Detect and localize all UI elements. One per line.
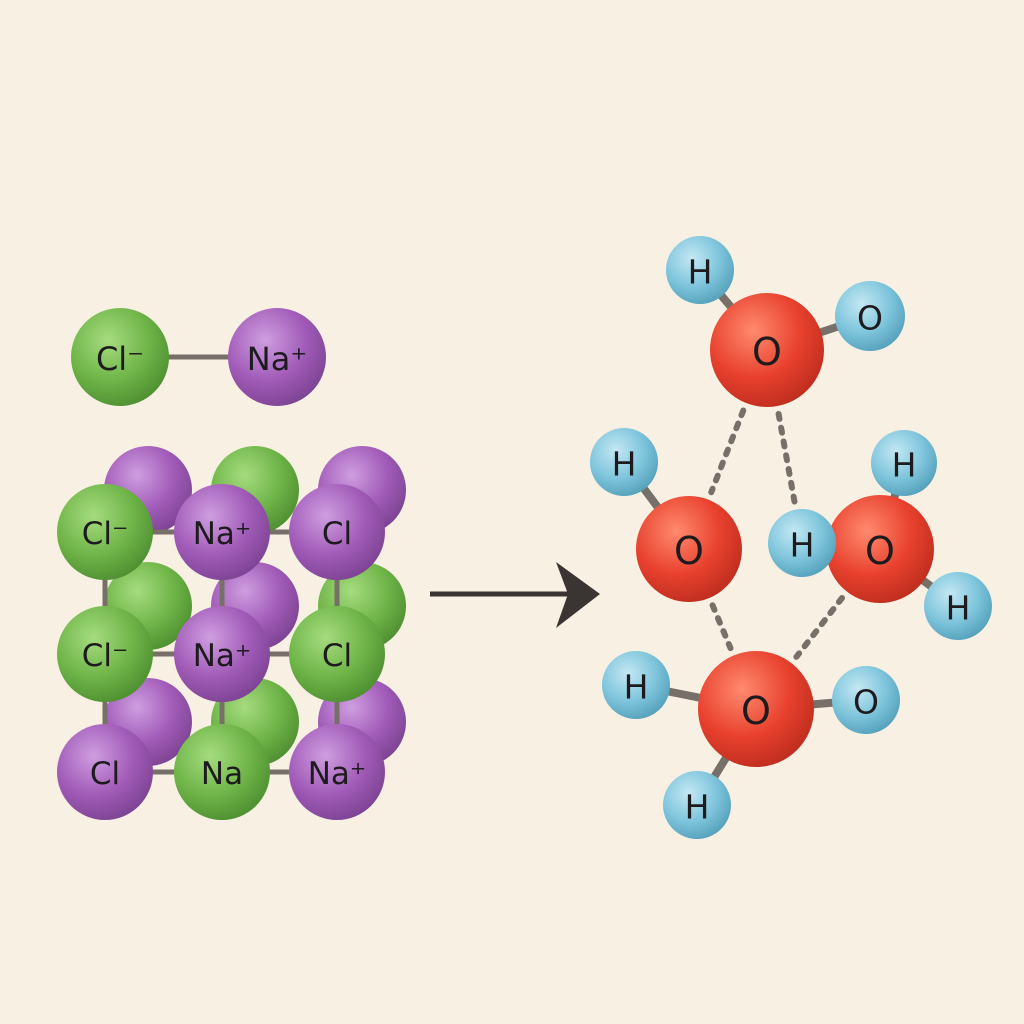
oxygen-atom-3-label: O [674, 529, 704, 573]
front-ion-3: Cl⁻ [57, 606, 153, 702]
front-ion-5: Cl [289, 606, 385, 702]
sodium-ion-label: Na⁺ [247, 340, 307, 378]
oxygen-atom-0-label: O [752, 330, 782, 374]
oxygen-atom-9: O [698, 651, 814, 767]
hydrogen-atom-4: H [590, 428, 658, 496]
right-arrow-icon [430, 562, 600, 628]
hydrogen-bonds [708, 407, 846, 660]
oxygen-atom-5-label: O [865, 529, 895, 573]
hydrogen-atom-11: O [832, 666, 900, 734]
hydrogen-atom-1: H [666, 236, 734, 304]
hydrogen-bond [708, 407, 747, 496]
front-ion-1: Na⁺ [174, 484, 270, 580]
chloride-ion: Cl⁻ [71, 308, 169, 406]
front-ion-8: Na⁺ [289, 724, 385, 820]
front-ion-4-label: Na⁺ [193, 638, 252, 674]
hydrogen-atom-10-label: H [624, 668, 649, 707]
sodium-ion: Na⁺ [228, 308, 326, 406]
hydrogen-atom-7-label: H [790, 526, 815, 565]
hydrogen-atom-7: H [768, 509, 836, 577]
hydrogen-atom-4-label: H [612, 445, 637, 484]
front-ion-1-label: Na⁺ [193, 516, 252, 552]
hydrogen-bond [793, 595, 846, 660]
oxygen-atom-3: O [636, 496, 742, 602]
hydrogen-atom-2: O [835, 281, 905, 351]
hydrogen-atom-6-label: H [892, 446, 917, 485]
front-ion-0-label: Cl⁻ [82, 516, 129, 552]
front-ion-6: Cl [57, 724, 153, 820]
front-ion-8-label: Na⁺ [308, 756, 367, 792]
front-ion-5-label: Cl [322, 638, 352, 674]
front-ion-2: Cl [289, 484, 385, 580]
front-ion-4: Na⁺ [174, 606, 270, 702]
hydrogen-atom-2-label: O [857, 299, 883, 338]
front-ion-7: Na [174, 724, 270, 820]
hydrogen-atom-11-label: O [853, 683, 879, 722]
hydrogen-atom-10: H [602, 651, 670, 719]
hydrogen-atom-1-label: H [688, 253, 713, 292]
front-ion-2-label: Cl [322, 516, 352, 552]
oxygen-atom-5: O [826, 495, 934, 603]
oxygen-atom-0: O [710, 293, 824, 407]
oxygen-atom-9-label: O [741, 689, 771, 733]
hydrogen-atom-6: H [871, 430, 937, 496]
hydrogen-atom-12: H [663, 771, 731, 839]
hydrogen-atom-8-label: H [946, 589, 971, 628]
hydrogen-atom-8: H [924, 572, 992, 640]
chloride-ion-label: Cl⁻ [96, 340, 144, 378]
ion-pair: Cl⁻ Na⁺ [71, 308, 326, 406]
front-ion-6-label: Cl [90, 756, 120, 792]
hydrogen-atom-12-label: H [685, 788, 710, 827]
front-ion-7-label: Na [201, 756, 243, 792]
front-ion-3-label: Cl⁻ [82, 638, 129, 674]
hydrogen-bond [775, 410, 798, 505]
hydrogen-bond [709, 602, 734, 652]
front-ion-0: Cl⁻ [57, 484, 153, 580]
